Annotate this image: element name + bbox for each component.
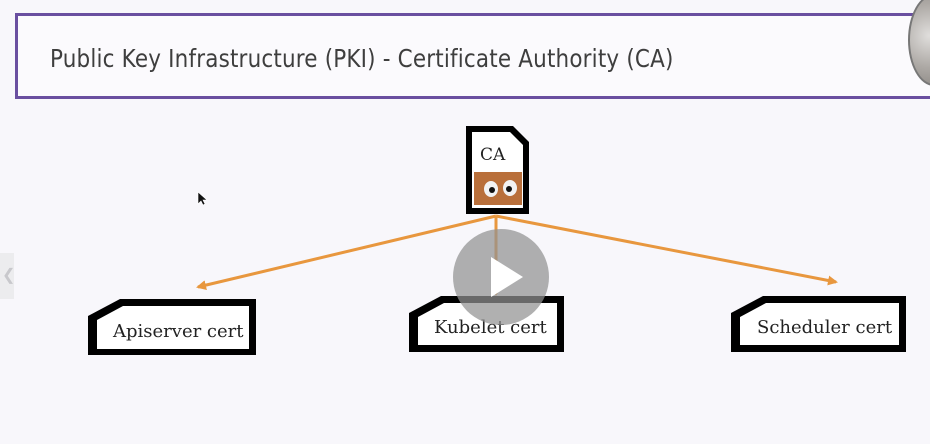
scheduler-cert-doc <box>731 296 906 352</box>
previous-slide-tab[interactable]: ❮ <box>0 253 16 299</box>
ca-certificate-doc <box>466 126 529 214</box>
apiserver-cert-doc <box>88 299 256 355</box>
slide-title: Public Key Infrastructure (PKI) - Certif… <box>50 44 674 73</box>
mouse-cursor-icon <box>197 191 208 206</box>
arrow-to-scheduler <box>495 214 838 286</box>
arrow-to-apiserver <box>196 214 497 291</box>
play-button[interactable] <box>453 229 549 325</box>
scheduler-cert-label: Scheduler cert <box>757 317 893 338</box>
ca-label: CA <box>480 145 506 165</box>
chevron-left-icon: ❮ <box>2 267 16 284</box>
kubelet-cert-label: Kubelet cert <box>434 317 547 338</box>
apiserver-cert-label: Apiserver cert <box>113 321 244 342</box>
slide-title-box: Public Key Infrastructure (PKI) - Certif… <box>15 13 930 99</box>
play-icon <box>491 257 523 297</box>
